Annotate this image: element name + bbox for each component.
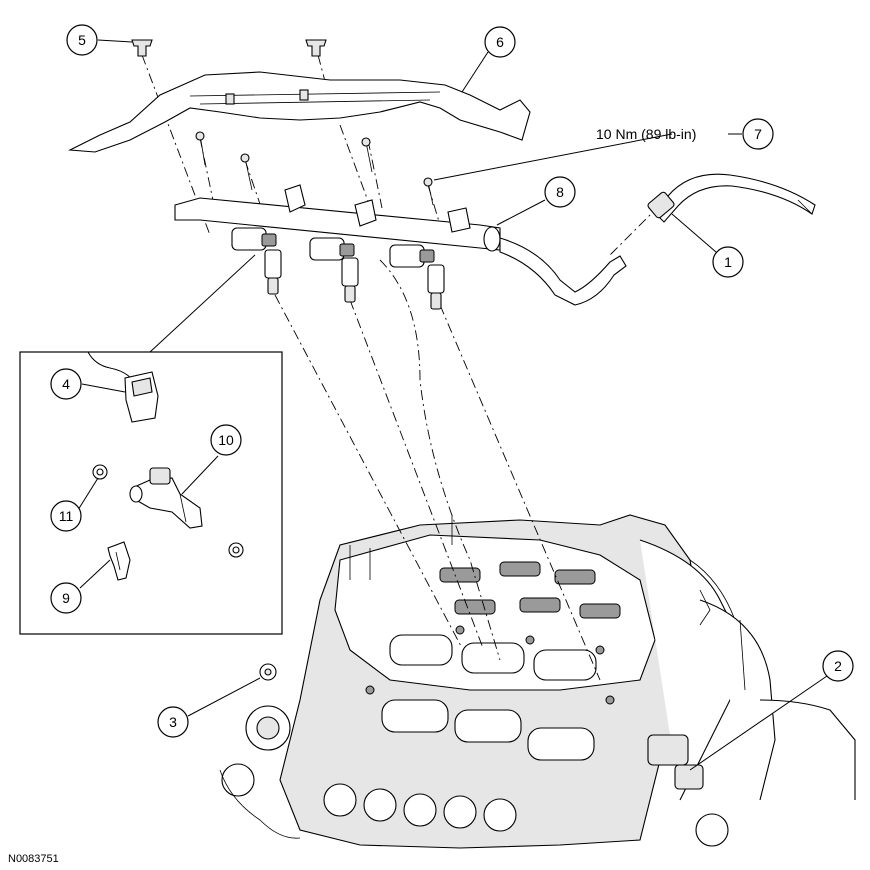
rail-injector-2	[309, 237, 359, 303]
callout-5-label: 5	[78, 32, 86, 48]
callout-1: 1	[712, 246, 744, 278]
fuel-supply-line	[647, 173, 816, 223]
fuel-rail-cover	[67, 71, 531, 153]
alignment-lines	[71, 54, 661, 681]
callout-8-label: 8	[556, 184, 564, 200]
callout-2: 2	[822, 650, 854, 682]
callout-5: 5	[66, 24, 98, 56]
engine-assembly	[219, 514, 856, 849]
callout-leaders	[77, 39, 828, 771]
callout-11-label: 11	[59, 508, 74, 524]
callout-2-label: 2	[834, 658, 842, 674]
callout-4: 4	[50, 368, 82, 400]
rail-injector-1	[231, 227, 282, 295]
callout-6: 6	[484, 26, 516, 58]
cover-fasteners	[131, 39, 327, 57]
inset-pointer-line	[149, 254, 256, 353]
rail-injector-3	[389, 244, 445, 310]
callout-7: 7	[742, 118, 774, 150]
callout-10-label: 10	[218, 432, 234, 448]
callout-3: 3	[157, 706, 189, 738]
callout-6-label: 6	[496, 34, 504, 50]
callout-11: 11	[50, 500, 82, 532]
torque-spec-label: 10 Nm (89 lb-in)	[596, 126, 696, 142]
figure-id: N0083751	[8, 853, 59, 865]
callout-4-label: 4	[62, 376, 70, 392]
callout-3-label: 3	[169, 714, 177, 730]
callout-7-label: 7	[754, 126, 762, 142]
callout-9: 9	[50, 582, 82, 614]
callout-9-label: 9	[62, 590, 70, 606]
callout-10: 10	[210, 424, 242, 456]
fuel-rail	[174, 184, 627, 310]
callout-8: 8	[544, 176, 576, 208]
callout-1-label: 1	[724, 254, 732, 270]
fuel-rail-bolts	[195, 131, 434, 206]
